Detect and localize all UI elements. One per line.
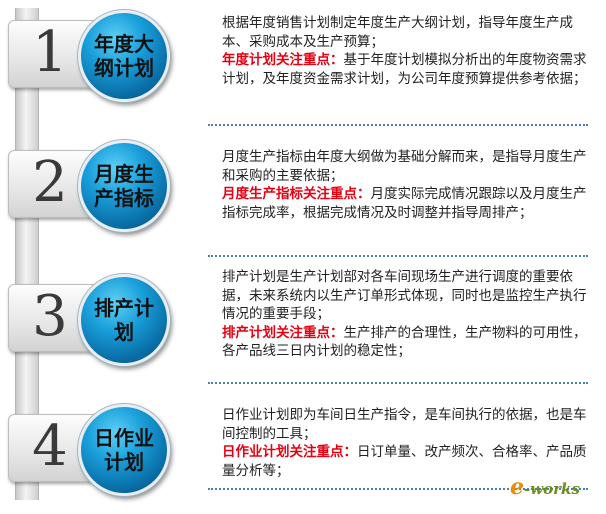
step-number: 2: [32, 150, 68, 215]
dotted-divider: [208, 382, 588, 384]
step-description: 日作业计划即为车间日生产指令，是车间执行的依据，也是车间控制的工具； 日作业计划…: [222, 406, 590, 480]
focus-label: 排产计划关注重点：: [222, 324, 344, 341]
desc-lead: 根据年度销售计划制定年度生产大纲计划，指导年度生产成本、采购成本及生产预算；: [222, 15, 573, 50]
eworks-logo: e-works: [510, 474, 580, 500]
step-2: 2 月度生产指标 月度生产指标由年度大纲做为基础分解而来，是指导月度生产和采购的…: [0, 128, 606, 257]
step-title-circle: 月度生产指标: [78, 140, 170, 232]
focus-text: 日订单量、改产频次、合格率、产品质量分析等；: [222, 444, 587, 479]
step-title: 月度生产指标: [94, 162, 154, 210]
step-title: 排产计划: [94, 296, 154, 344]
dotted-divider: [208, 488, 588, 490]
step-1: 1 年度大纲计划 根据年度销售计划制定年度生产大纲计划，指导年度生产成本、采购成…: [0, 0, 606, 128]
step-title-circle: 年度大纲计划: [78, 10, 170, 102]
step-title: 日作业计划: [94, 426, 154, 474]
step-title: 年度大纲计划: [94, 32, 154, 80]
step-description: 排产计划是生产计划部对各车间现场生产进行调度的重要依据，未来系统内以生产订单形式…: [222, 268, 590, 361]
step-title-circle: 日作业计划: [78, 404, 170, 496]
focus-label: 日作业计划关注重点：: [222, 444, 357, 461]
focus-label: 月度生产指标关注重点：: [222, 186, 371, 203]
step-3: 3 排产计划 排产计划是生产计划部对各车间现场生产进行调度的重要依据，未来系统内…: [0, 256, 606, 384]
desc-lead: 排产计划是生产计划部对各车间现场生产进行调度的重要依据，未来系统内以生产订单形式…: [222, 269, 587, 323]
step-description: 月度生产指标由年度大纲做为基础分解而来，是指导月度生产和采购的主要依据； 月度生…: [222, 148, 590, 222]
step-4: 4 日作业计划 日作业计划即为车间日生产指令，是车间执行的依据，也是车间控制的工…: [0, 386, 606, 514]
step-number: 3: [32, 284, 68, 349]
step-title-circle: 排产计划: [78, 274, 170, 366]
dotted-divider: [208, 124, 588, 126]
step-description: 根据年度销售计划制定年度生产大纲计划，指导年度生产成本、采购成本及生产预算； 年…: [222, 14, 590, 88]
dotted-divider: [208, 255, 588, 257]
focus-text: 生产排产的合理性，生产物料的可用性，各产品线三日内计划的稳定性；: [222, 324, 587, 360]
focus-label: 年度计划关注重点：: [222, 52, 344, 69]
step-number: 1: [32, 20, 68, 85]
desc-lead: 日作业计划即为车间日生产指令，是车间执行的依据，也是车间控制的工具；: [222, 407, 587, 442]
focus-text: 月度实际完成情况跟踪以及月度生产指标完成率，根据完成情况及时调整并指导周排产；: [222, 186, 587, 221]
focus-text: 基于年度计划模拟分析出的年度物资需求计划，及年度资金需求计划，为公司年度预算提供…: [222, 52, 587, 87]
desc-lead: 月度生产指标由年度大纲做为基础分解而来，是指导月度生产和采购的主要依据；: [222, 149, 587, 184]
step-number: 4: [32, 414, 68, 479]
